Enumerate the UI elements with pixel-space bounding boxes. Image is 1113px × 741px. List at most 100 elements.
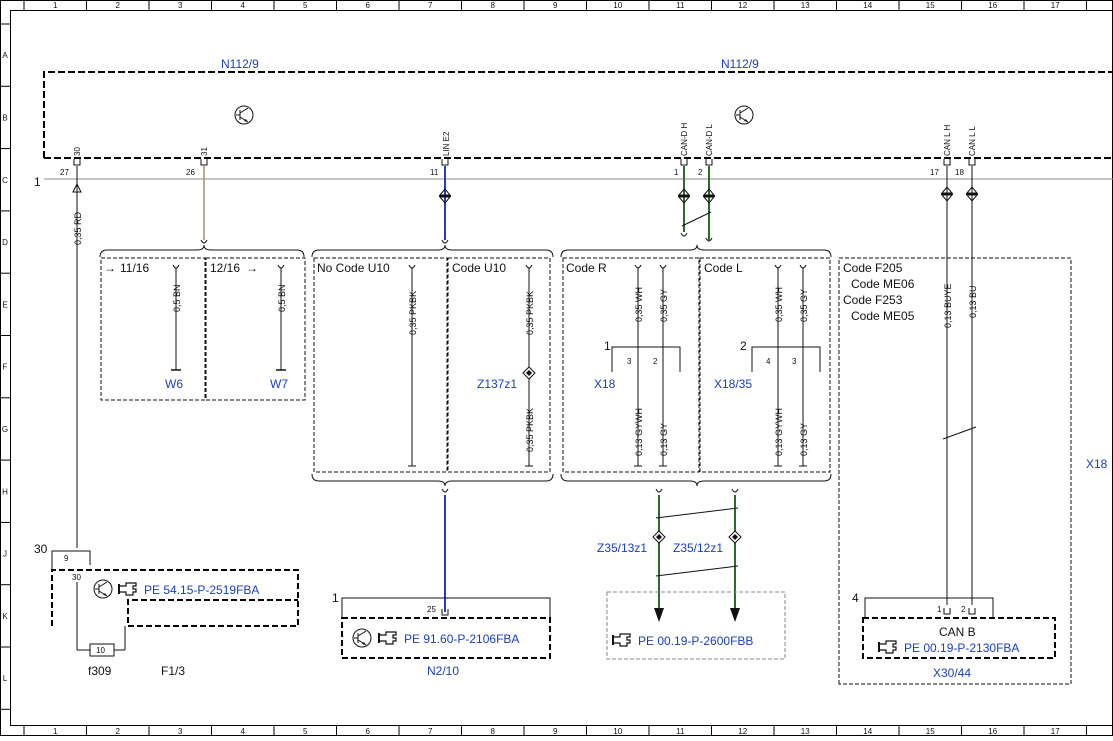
pin-17-number: 17: [930, 168, 939, 177]
pin-18-socket: [968, 158, 976, 166]
pin-socket: [943, 607, 951, 615]
splice-fork-icon: [200, 239, 208, 244]
component-x18-cut: X18: [1086, 457, 1108, 471]
ref-12-16: 12/16: [210, 261, 240, 275]
pin-26-number: 26: [186, 168, 195, 177]
pointing-hand-icon: [878, 640, 897, 654]
x30-44-module-box: [862, 617, 1056, 659]
ref-11-16: 11/16: [120, 261, 149, 275]
row-label: C: [2, 176, 8, 185]
pin-26-socket: [200, 158, 208, 166]
label-code-u10: Code U10: [452, 261, 506, 275]
pin-27-number: 27: [60, 168, 69, 177]
n112-9-title-right: N112/9: [721, 57, 759, 71]
component-x18: X18: [594, 377, 616, 391]
splice-fork-icon: [731, 488, 739, 493]
column-label-bottom: 15: [926, 727, 935, 736]
row-label: J: [3, 550, 7, 559]
column-label-top: 15: [926, 1, 935, 10]
column-label-top: 4: [241, 1, 246, 10]
wire-l-gywh-label: 0,13 GYWH: [774, 408, 784, 456]
pin-18-number: 18: [955, 168, 964, 177]
x30-44-connector-num: 4: [852, 591, 859, 605]
pointing-hand-icon: [612, 633, 631, 647]
column-label-top: 9: [553, 1, 558, 10]
column-label-bottom: 10: [613, 727, 622, 736]
column-label-top: 10: [613, 1, 622, 10]
column-label-bottom: 5: [303, 727, 308, 736]
row-label: K: [2, 612, 8, 621]
splice-point-icon: [652, 530, 666, 544]
label-code-f205: Code F205: [843, 261, 903, 275]
splice-fork-icon: [441, 239, 449, 244]
column-label-bottom: 4: [241, 727, 246, 736]
pe-x30-44-reference[interactable]: PE 00.19-P-2130FBA: [904, 641, 1019, 655]
wire-nocode-label: 0,35 PKBK: [408, 291, 418, 335]
x18-connector: [611, 346, 681, 372]
pin-1-name: CAN-D H: [680, 122, 689, 156]
arrow-down-icon: [654, 608, 664, 622]
electronic-component-icon: [734, 105, 754, 125]
fuse-value: 10: [96, 646, 105, 655]
column-label-bottom: 16: [988, 727, 997, 736]
label-code-f253: Code F253: [843, 293, 903, 307]
component-w7: W7: [270, 377, 288, 391]
column-label-top: 14: [863, 1, 872, 10]
column-label-bottom: 8: [491, 727, 496, 736]
twisted-pair-mark: [942, 426, 977, 440]
component-z35-12z1: Z35/12z1: [673, 541, 723, 555]
pin-17-socket: [943, 158, 951, 166]
f1-3-module-box: [51, 569, 299, 627]
row-label: A: [2, 51, 8, 60]
row-label: D: [2, 238, 8, 247]
pointing-hand-icon: [378, 631, 397, 645]
electronic-component-icon: [352, 628, 372, 648]
column-label-bottom: 1: [53, 727, 58, 736]
pe-n2-10-reference[interactable]: PE 91.60-P-2106FBA: [404, 632, 519, 646]
column-label-bottom: 7: [428, 727, 433, 736]
w6-variant-box: [100, 257, 206, 401]
j30-label: 30: [34, 542, 48, 556]
electronic-component-icon: [234, 105, 254, 125]
pe-f1-3-reference[interactable]: PE 54.15-P-2519FBA: [144, 583, 259, 597]
arrow-right-icon: →: [246, 261, 258, 275]
wire-buye-label: 0,13 BUYE: [943, 283, 953, 328]
column-label-top: 13: [801, 1, 810, 10]
row-grid-ticks: [0, 23, 10, 710]
column-label-top: 11: [676, 1, 685, 10]
x18-35-pin-b: 3: [792, 357, 797, 366]
column-label-bottom: 6: [366, 727, 371, 736]
pin-1-socket: [680, 158, 688, 166]
pe-z35-reference[interactable]: PE 00.19-P-2600FBB: [638, 634, 753, 648]
x18-35-connector: [751, 346, 821, 372]
column-label-top: 16: [988, 1, 997, 10]
code-f205-box: [838, 257, 1072, 685]
pin-2-name: CAN-D L: [705, 123, 714, 156]
column-label-top: 3: [178, 1, 183, 10]
wire-l-gy-label: 0,35 GY: [799, 289, 809, 322]
n2-10-module-box: [341, 617, 551, 659]
pin-2-socket: [705, 158, 713, 166]
n2-10-pin: 25: [427, 605, 436, 614]
column-label-top: 6: [366, 1, 371, 10]
wire-r-gy2-label: 0,13 GY: [659, 423, 669, 456]
column-label-top: 12: [738, 1, 747, 10]
column-label-bottom: 11: [676, 727, 685, 736]
wire-code-u10-bottom-label: 0,35 PKBK: [525, 408, 535, 452]
x30-44-connector: [864, 597, 994, 618]
pin-26-name: 31: [200, 147, 209, 156]
can-b-label: CAN B: [939, 625, 976, 639]
splice-fork-icon: [634, 264, 642, 269]
label-no-code-u10: No Code U10: [317, 261, 390, 275]
wire-r-wh-label: 0,35 WH: [634, 287, 644, 322]
rail-number: 1: [34, 175, 41, 189]
pin-18-name: CAN L L: [968, 126, 977, 156]
row-label: B: [2, 113, 7, 122]
wire-w6-label: 0,5 BN: [172, 284, 182, 312]
x18-pin-b: 2: [653, 357, 658, 366]
w7-variant-box: [205, 257, 306, 401]
row-label: H: [2, 487, 8, 496]
column-label-top: 5: [303, 1, 308, 10]
component-n2-10: N2/10: [427, 664, 459, 678]
